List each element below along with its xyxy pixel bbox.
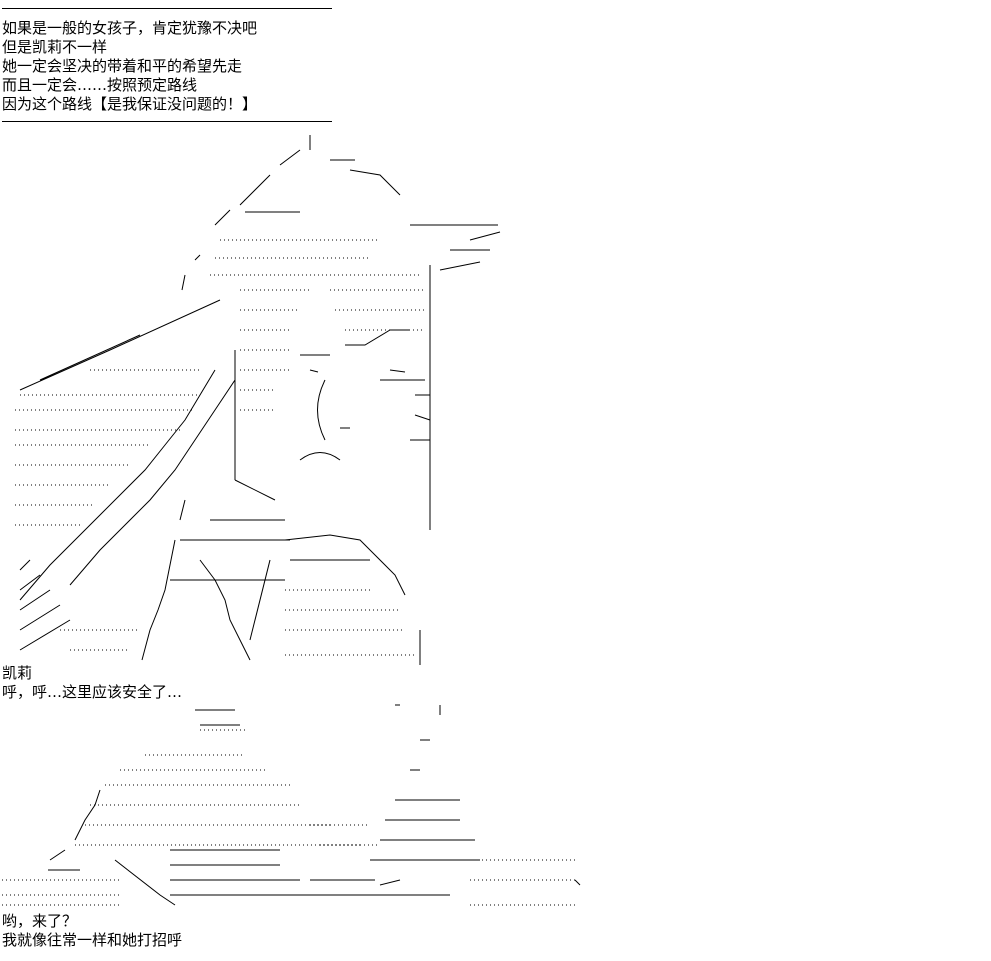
hair-lines [15, 299, 236, 601]
face-outline [234, 265, 431, 530]
foliage-lines [2, 704, 581, 906]
intro-line-3: 她一定会坚决的带着和平的希望先走 [2, 57, 243, 75]
ending-line-2: 我就像往常一样和她打招呼 [2, 931, 183, 949]
intro-line-2: 但是凯莉不一样 [2, 38, 108, 56]
intro-line-1: 如果是一般的女孩子，肯定犹豫不决吧 [2, 19, 258, 37]
intro-line-4: 而且一定会……按照预定路线 [2, 76, 198, 94]
speaker-name: 凯莉 [2, 664, 33, 682]
ending-line-1: 哟，来了？ [2, 912, 78, 930]
dialogue-line: 呼，呼…这里应该安全了… [2, 683, 183, 701]
intro-line-5: 因为这个路线【是我保证没问题的！】 [2, 95, 258, 113]
hat-outline [181, 135, 501, 291]
body-outline [19, 499, 421, 665]
top-divider [2, 8, 332, 9]
bottom-divider [2, 121, 332, 122]
